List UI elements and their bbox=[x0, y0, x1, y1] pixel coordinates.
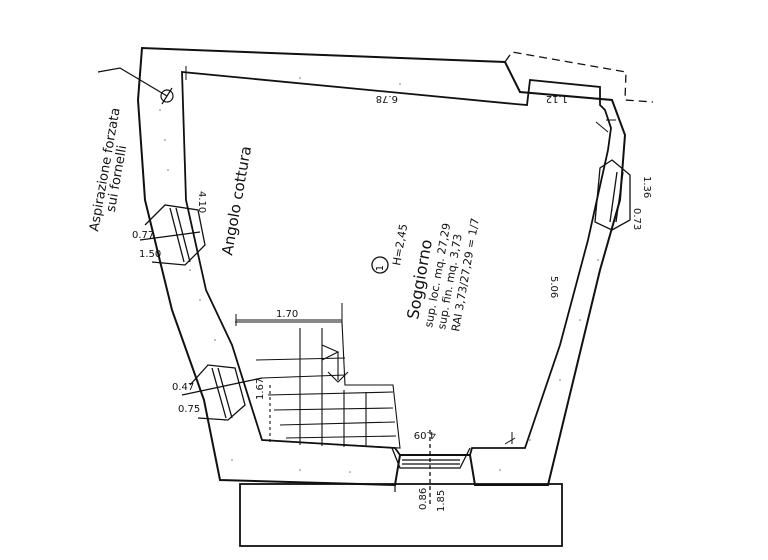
room-height: H=2,45 bbox=[390, 223, 410, 267]
window-right bbox=[594, 159, 631, 231]
dim-win-bottom-h: 1.85 bbox=[436, 490, 447, 512]
window-bottom bbox=[391, 430, 471, 505]
extraction-symbol bbox=[97, 67, 174, 105]
window-left-upper bbox=[139, 204, 206, 266]
dim-win-left-top-h: 1.50 bbox=[139, 249, 161, 260]
staircase bbox=[231, 321, 401, 449]
dim-win-left-top-w: 0.77 bbox=[132, 230, 154, 241]
window-left-lower bbox=[181, 364, 263, 421]
outer-wall bbox=[136, 46, 627, 487]
dim-bottom-width: 4.09 bbox=[414, 429, 436, 440]
dim-notch: 1.12 bbox=[546, 93, 568, 104]
wall-hatching bbox=[159, 77, 613, 473]
room-number: 1 bbox=[375, 265, 386, 271]
dim-win-left-bot-h: 0.75 bbox=[178, 404, 200, 415]
dim-left-upper: 4.10 bbox=[196, 191, 207, 213]
bottom-wall-block bbox=[239, 483, 563, 547]
dim-top: 6.78 bbox=[376, 93, 398, 104]
dim-stair-height: 1.67 bbox=[255, 378, 266, 400]
room-number-circle bbox=[371, 256, 389, 274]
dim-win-right-h: 0.73 bbox=[631, 208, 642, 230]
dim-win-bottom-w: 0.86 bbox=[418, 488, 429, 510]
stair-dim-line bbox=[235, 303, 343, 326]
dim-win-right-w: 1.36 bbox=[641, 176, 652, 198]
top-dim-ticks bbox=[185, 66, 616, 445]
dim-right-height: 5.06 bbox=[548, 276, 559, 298]
kitchen-corner-label: Angolo cottura bbox=[218, 145, 255, 257]
dim-stair-width: 1.70 bbox=[276, 309, 298, 320]
dim-win-left-bot-w: 0.47 bbox=[172, 382, 194, 393]
